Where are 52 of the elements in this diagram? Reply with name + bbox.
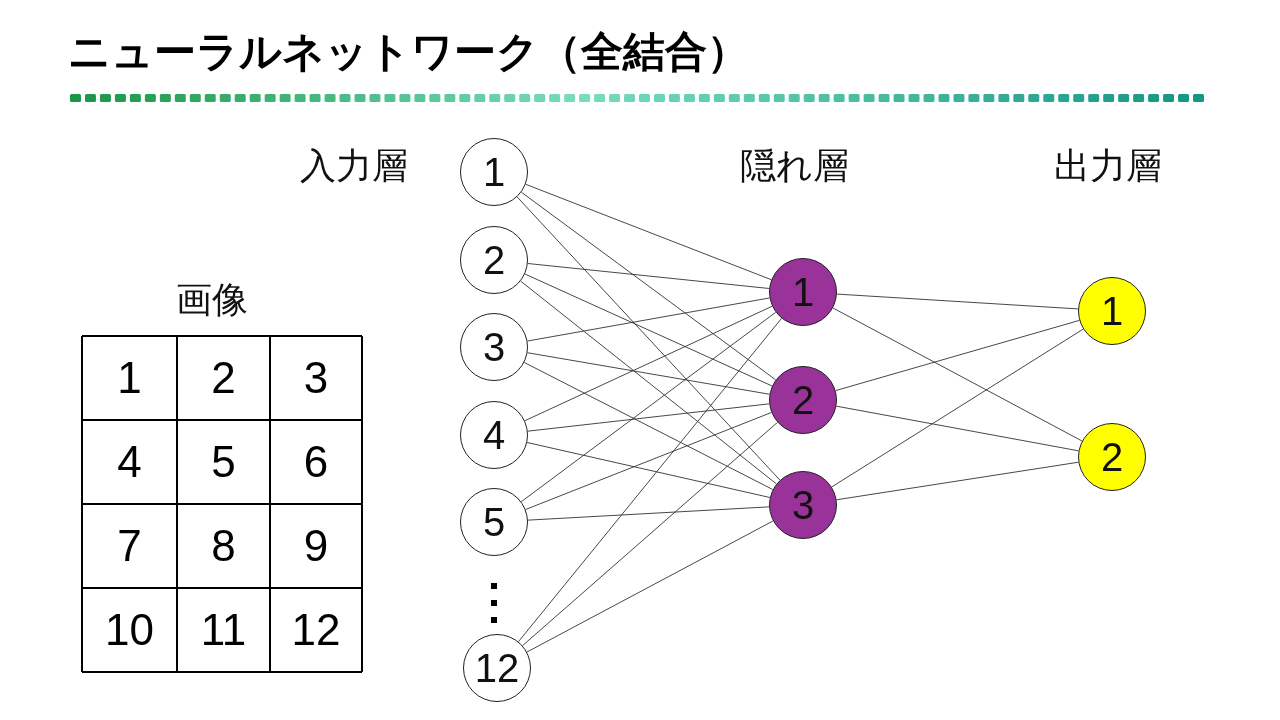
grid-cell-text: 8 [210, 520, 237, 572]
hidden-neuron: 2 [769, 366, 837, 434]
connection-line [522, 421, 778, 647]
connection-line [520, 311, 777, 503]
grid-cell-text: 11 [199, 604, 248, 656]
input-neuron: 4 [460, 401, 528, 469]
connection-line [525, 412, 772, 510]
connection-line [527, 297, 770, 342]
connection-line [525, 183, 772, 281]
connection-line [516, 196, 781, 481]
grid-cell-text: 2 [210, 352, 237, 404]
layer-label: 隠れ層 [740, 148, 849, 184]
connection-line [520, 280, 777, 485]
hidden-neuron: 3 [769, 471, 837, 539]
grid-cell-text: 6 [302, 436, 330, 488]
input-neuron: 12 [463, 634, 531, 702]
image-label: 画像 [176, 282, 248, 318]
connection-line [832, 307, 1083, 442]
connection-line [527, 403, 770, 432]
connection-line [524, 305, 773, 422]
connection-line [527, 352, 770, 395]
connection-line [524, 273, 773, 387]
grid-cell-text: 4 [116, 436, 143, 488]
input-neuron: 3 [460, 313, 528, 381]
connection-line [835, 319, 1080, 392]
grid-cell-text: 5 [210, 436, 237, 488]
connection-line [518, 317, 782, 643]
connection-line [836, 405, 1079, 452]
output-neuron: 2 [1078, 423, 1146, 491]
layer-label: 入力層 [300, 148, 408, 184]
output-neuron: 1 [1078, 277, 1146, 345]
connection-line [526, 520, 774, 653]
grid-cell-text: 9 [302, 520, 330, 572]
connection-line [526, 442, 771, 498]
connection-line [831, 328, 1084, 488]
grid-cell-text: 3 [302, 352, 330, 404]
input-neuron: 5 [460, 488, 528, 556]
connection-line [520, 191, 777, 381]
connection-line [523, 362, 774, 490]
hidden-neuron: 1 [769, 258, 837, 326]
grid-cell-text: 1 [116, 352, 143, 404]
grid-cell-text: 7 [116, 520, 143, 572]
input-neuron: 2 [460, 226, 528, 294]
connection-line [527, 506, 770, 521]
grid-cell-text: 10 [104, 604, 155, 656]
input-neuron: 1 [460, 138, 528, 206]
connection-line [836, 293, 1079, 310]
layer-label: 出力層 [1054, 148, 1162, 184]
grid-cell-text: 12 [290, 604, 342, 656]
connection-line [527, 263, 770, 289]
connection-line [836, 461, 1079, 501]
title: ニューラルネットワーク（全結合） [68, 26, 749, 78]
